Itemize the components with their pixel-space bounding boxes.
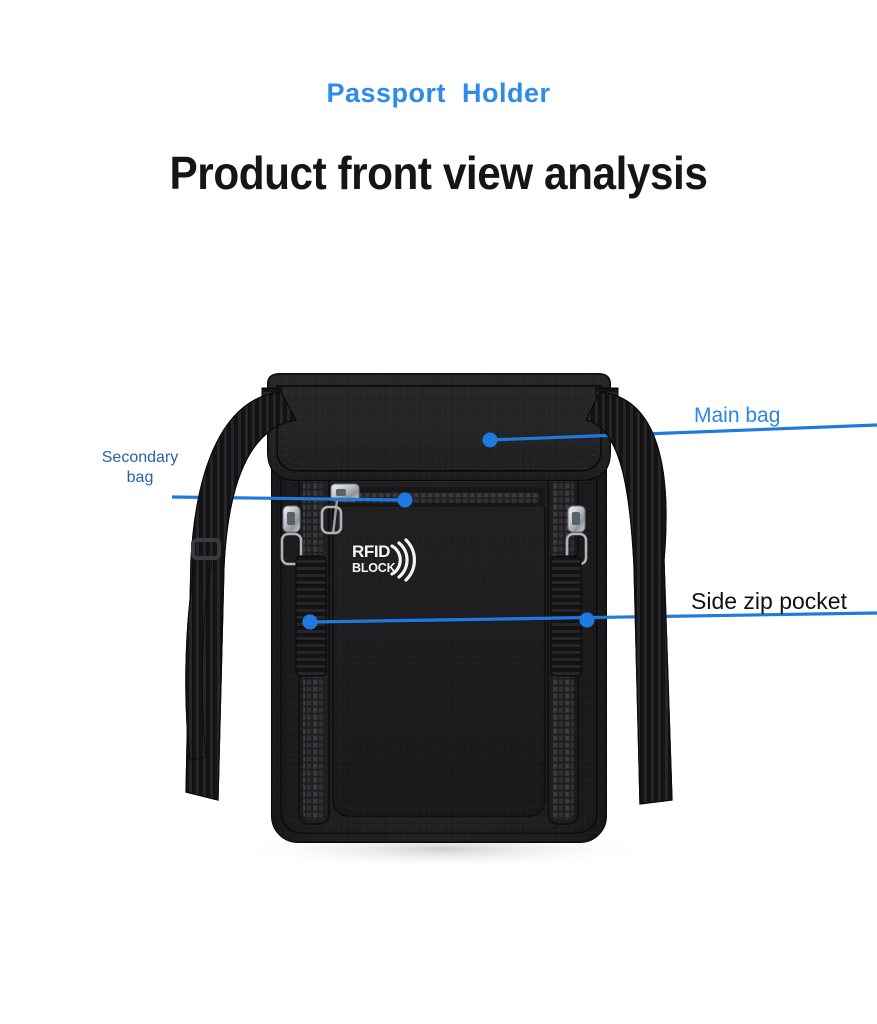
strap-overlay [185,391,673,805]
leader-dot-side-zip-left-top [302,614,318,630]
rfid-badge-line2: BLOCK [352,561,396,575]
callout-secondary-line2: bag [126,469,154,486]
section-title: Product front view analysis [169,147,708,199]
callout-label-secondary-bag: Secondary bag [85,448,195,488]
rfid-signal-waves-icon [390,538,416,582]
callout-label-main-bag: Main bag [694,404,781,427]
front-pocket-panel [332,495,546,817]
rfid-block-badge: RFID BLOCK [352,538,416,582]
leader-dot-secondary-bag [397,492,413,508]
bag-flap [267,373,611,481]
main-zipper-pull[interactable] [320,483,360,535]
webbing-tab-right [550,555,582,677]
callout-label-side-zip-pocket: Side zip pocket [691,588,847,614]
side-zipper-pull-left[interactable] [280,505,303,566]
page-title: Passport Holder [326,78,551,108]
leader-line-main-bag [489,423,877,442]
leader-dot-main-bag [482,432,498,448]
rfid-badge-line1: RFID [352,542,390,561]
leader-dot-side-zip-right-top [579,612,595,628]
callout-secondary-line1: Secondary [101,449,179,466]
